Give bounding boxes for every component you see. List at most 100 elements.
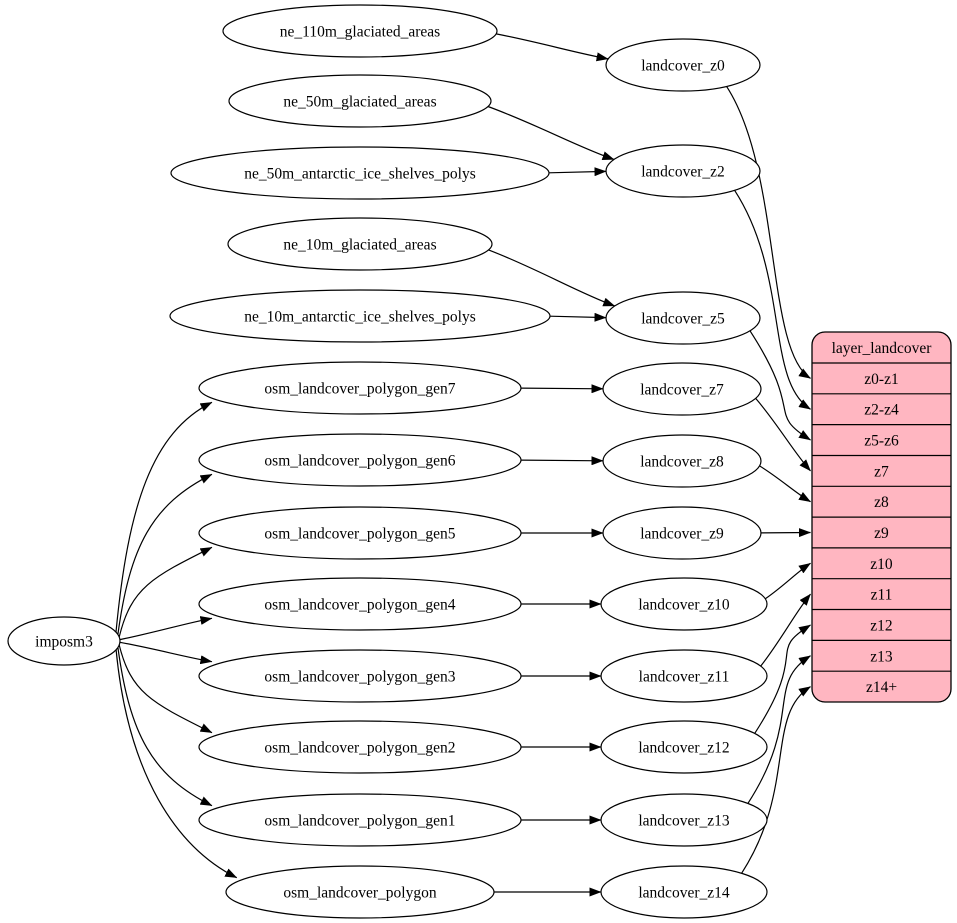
node-label: landcover_z14 [638, 885, 729, 902]
edge-imposm3-to-osm_landcover_polygon_gen3 [119, 641, 213, 665]
node-label: imposm3 [35, 634, 93, 651]
node-label: landcover_z11 [639, 669, 730, 686]
node-imposm3: imposm3 [7, 616, 121, 666]
node-label: osm_landcover_polygon_gen3 [264, 669, 455, 686]
node-ne_10m_glaciated_areas: ne_10m_glaciated_areas [227, 217, 493, 271]
edge-landcover_z0-to-layer_landcover-z0-z1 [726, 86, 811, 379]
node-label: landcover_z9 [640, 526, 724, 543]
edge-landcover_z7-to-layer_landcover-z7 [755, 398, 811, 472]
edge-imposm3-to-osm_landcover_polygon_gen2 [118, 644, 213, 734]
node-label: landcover_z8 [640, 454, 724, 471]
node-osm_landcover_polygon_gen7: osm_landcover_polygon_gen7 [198, 361, 522, 415]
node-ellipse [600, 577, 768, 631]
node-ellipse [600, 720, 768, 774]
node-ne_10m_antarctic_ice_shelves_polys: ne_10m_antarctic_ice_shelves_polys [169, 289, 551, 343]
edge-osm_landcover_polygon_gen7-to-landcover_z7 [520, 384, 604, 394]
node-ellipse [198, 649, 522, 703]
table-row-z11: z11 [871, 587, 893, 604]
edge-landcover_z10-to-layer_landcover-z10 [764, 562, 811, 600]
node-osm_landcover_polygon_gen1: osm_landcover_polygon_gen1 [198, 793, 522, 847]
node-label: landcover_z10 [638, 597, 729, 614]
edge-ne_10m_glaciated_areas-to-landcover_z5 [488, 249, 616, 307]
edge-landcover_z12-to-layer_landcover-z12 [754, 624, 811, 734]
table-row-z13: z13 [870, 648, 893, 665]
node-ellipse [198, 506, 522, 560]
table-row-z10: z10 [870, 556, 893, 573]
node-landcover_z8: landcover_z8 [602, 434, 762, 488]
edge-landcover_z5-to-layer_landcover-z5-z6 [749, 330, 811, 441]
node-label: landcover_z5 [641, 311, 725, 328]
edge-landcover_z11-to-layer_landcover-z11 [760, 593, 811, 667]
edge-imposm3-to-osm_landcover_polygon_gen1 [117, 647, 213, 807]
node-ellipse [198, 361, 522, 415]
edge-landcover_z13-to-layer_landcover-z13 [747, 655, 811, 804]
table-title: layer_landcover [832, 340, 933, 357]
table-row-z12: z12 [870, 618, 892, 635]
node-landcover_z7: landcover_z7 [602, 362, 762, 416]
node-label: osm_landcover_polygon_gen7 [264, 381, 455, 398]
node-ellipse [602, 362, 762, 416]
node-label: osm_landcover_polygon_gen4 [264, 597, 455, 614]
node-ellipse [170, 146, 550, 200]
node-osm_landcover_polygon_gen3: osm_landcover_polygon_gen3 [198, 649, 522, 703]
node-label: landcover_z13 [638, 813, 729, 830]
edge-landcover_z2-to-layer_landcover-z2-z4 [734, 189, 811, 410]
table-row-z14+: z14+ [866, 679, 897, 696]
node-ellipse [602, 506, 762, 560]
edge-imposm3-to-osm_landcover_polygon_gen4 [119, 616, 213, 641]
node-ellipse [222, 4, 498, 58]
node-label: ne_10m_glaciated_areas [283, 237, 436, 254]
node-osm_landcover_polygon_gen6: osm_landcover_polygon_gen6 [198, 433, 522, 487]
table-row-z7: z7 [874, 463, 889, 480]
node-ellipse [198, 720, 522, 774]
edge-imposm3-to-osm_landcover_polygon_gen7 [115, 401, 213, 633]
node-ellipse [198, 433, 522, 487]
node-ellipse [7, 616, 121, 666]
edge-osm_landcover_polygon_gen6-to-landcover_z8 [520, 456, 604, 466]
node-ellipse [600, 649, 768, 703]
node-label: landcover_z0 [641, 58, 725, 75]
node-ellipse [600, 865, 768, 919]
table-row-z5-z6: z5-z6 [864, 433, 899, 450]
node-ellipse [225, 865, 495, 919]
edge-landcover_z14-to-layer_landcover-z14+ [741, 686, 811, 874]
node-landcover_z11: landcover_z11 [600, 649, 768, 703]
node-landcover_z10: landcover_z10 [600, 577, 768, 631]
table-layer_landcover: layer_landcoverz0-z1z2-z4z5-z6z7z8z9z10z… [811, 331, 952, 703]
node-ne_50m_antarctic_ice_shelves_polys: ne_50m_antarctic_ice_shelves_polys [170, 146, 550, 200]
edge-imposm3-to-osm_landcover_polygon_gen5 [118, 546, 213, 638]
edge-ne_110m_glaciated_areas-to-landcover_z0 [496, 33, 609, 62]
node-label: landcover_z7 [640, 382, 724, 399]
node-ellipse [605, 291, 761, 345]
edge-ne_10m_antarctic_ice_shelves_polys-to-landcover_z5 [549, 312, 607, 322]
node-osm_landcover_polygon_gen4: osm_landcover_polygon_gen4 [198, 577, 522, 631]
node-ne_50m_glaciated_areas: ne_50m_glaciated_areas [228, 74, 492, 128]
node-label: osm_landcover_polygon [283, 885, 437, 902]
node-landcover_z14: landcover_z14 [600, 865, 768, 919]
node-ne_110m_glaciated_areas: ne_110m_glaciated_areas [222, 4, 498, 58]
node-ellipse [228, 74, 492, 128]
node-ellipse [198, 793, 522, 847]
node-label: osm_landcover_polygon_gen5 [264, 526, 455, 543]
node-landcover_z9: landcover_z9 [602, 506, 762, 560]
node-ellipse [605, 38, 761, 92]
edge-ne_50m_glaciated_areas-to-landcover_z2 [487, 105, 615, 161]
node-landcover_z12: landcover_z12 [600, 720, 768, 774]
node-label: osm_landcover_polygon_gen6 [264, 453, 455, 470]
node-ellipse [169, 289, 551, 343]
node-label: landcover_z2 [641, 164, 725, 181]
node-label: osm_landcover_polygon_gen1 [264, 813, 455, 830]
node-label: landcover_z12 [638, 740, 729, 757]
table-row-z9: z9 [874, 525, 889, 542]
node-landcover_z13: landcover_z13 [600, 793, 768, 847]
node-ellipse [198, 577, 522, 631]
node-ellipse [605, 144, 761, 198]
edge-imposm3-to-osm_landcover_polygon_gen6 [117, 473, 213, 635]
node-landcover_z2: landcover_z2 [605, 144, 761, 198]
node-ellipse [227, 217, 493, 271]
node-label: osm_landcover_polygon_gen2 [264, 740, 455, 757]
node-label: ne_10m_antarctic_ice_shelves_polys [244, 309, 476, 326]
edge-ne_50m_antarctic_ice_shelves_polys-to-landcover_z2 [548, 167, 607, 177]
